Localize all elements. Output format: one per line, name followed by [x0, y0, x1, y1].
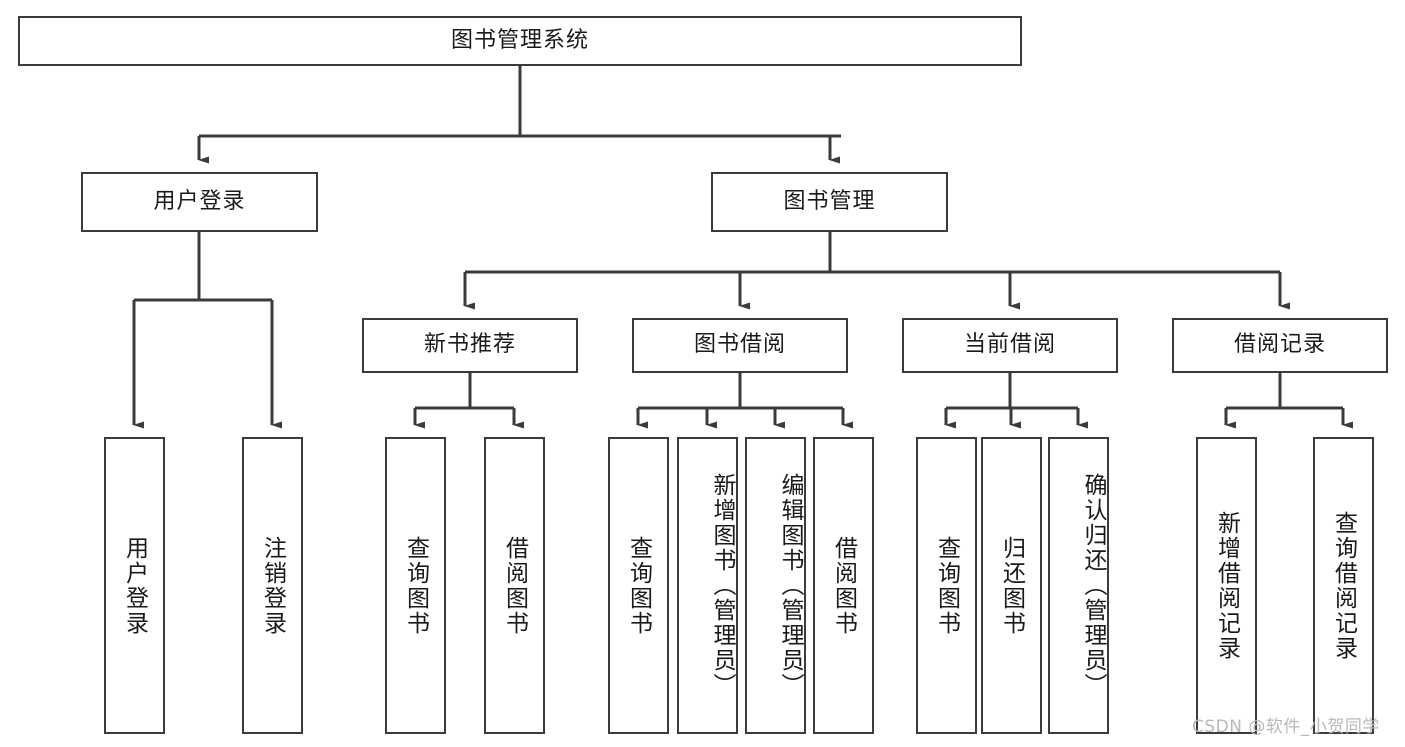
node-label: 新书推荐: [423, 332, 516, 358]
node-label: 确认归还（管理员）: [1080, 473, 1106, 698]
csdn-watermark: CSDN @软件_小贺同学: [1192, 717, 1380, 737]
node-label: 查询图书: [933, 535, 960, 636]
node-book-borrowing[interactable]: 图书借阅: [632, 318, 848, 373]
node-label: 新增借阅记录: [1213, 510, 1240, 661]
node-label: 新增图书（管理员）: [709, 473, 735, 698]
node-label: 查询借阅记录: [1330, 510, 1357, 661]
node-book-management[interactable]: 图书管理: [711, 172, 948, 232]
node-label: 注销登录: [259, 535, 286, 636]
node-label: 借阅记录: [1233, 332, 1326, 358]
node-label: 借阅图书: [830, 535, 857, 636]
leaf-user-login-logout[interactable]: 注销登录: [242, 437, 303, 734]
node-new-book-recommendation[interactable]: 新书推荐: [362, 318, 578, 373]
node-label: 查询图书: [402, 535, 429, 636]
leaf-user-login-login[interactable]: 用户登录: [104, 437, 165, 734]
leaf-borrow-borrow-book[interactable]: 借阅图书: [813, 437, 874, 734]
node-label: 查询图书: [625, 535, 652, 636]
leaf-current-confirm-return-admin[interactable]: 确认归还（管理员）: [1048, 437, 1109, 734]
node-label: 归还图书: [998, 535, 1025, 636]
node-root-book-management-system[interactable]: 图书管理系统: [18, 16, 1022, 66]
node-label: 图书管理系统: [450, 27, 589, 53]
node-label: 编辑图书（管理员）: [777, 473, 803, 698]
leaf-borrow-edit-book-admin[interactable]: 编辑图书（管理员）: [745, 437, 806, 734]
leaf-borrow-query-book[interactable]: 查询图书: [608, 437, 669, 734]
leaf-new-book-query-book[interactable]: 查询图书: [385, 437, 446, 734]
node-label: 图书管理: [783, 188, 876, 214]
node-label: 用户登录: [153, 188, 246, 214]
node-user-login[interactable]: 用户登录: [81, 172, 318, 232]
leaf-current-return-book[interactable]: 归还图书: [981, 437, 1042, 734]
leaf-borrow-add-book-admin[interactable]: 新增图书（管理员）: [677, 437, 738, 734]
node-label: 当前借阅: [963, 332, 1056, 358]
node-label: 借阅图书: [501, 535, 528, 636]
leaf-new-book-borrow-book[interactable]: 借阅图书: [484, 437, 545, 734]
node-current-borrowing[interactable]: 当前借阅: [902, 318, 1118, 373]
leaf-current-query-book[interactable]: 查询图书: [916, 437, 977, 734]
node-label: 图书借阅: [693, 332, 786, 358]
node-borrowing-record[interactable]: 借阅记录: [1172, 318, 1388, 373]
leaf-record-query-borrow-record[interactable]: 查询借阅记录: [1313, 437, 1374, 734]
leaf-record-add-borrow-record[interactable]: 新增借阅记录: [1196, 437, 1257, 734]
node-label: 用户登录: [121, 535, 148, 636]
